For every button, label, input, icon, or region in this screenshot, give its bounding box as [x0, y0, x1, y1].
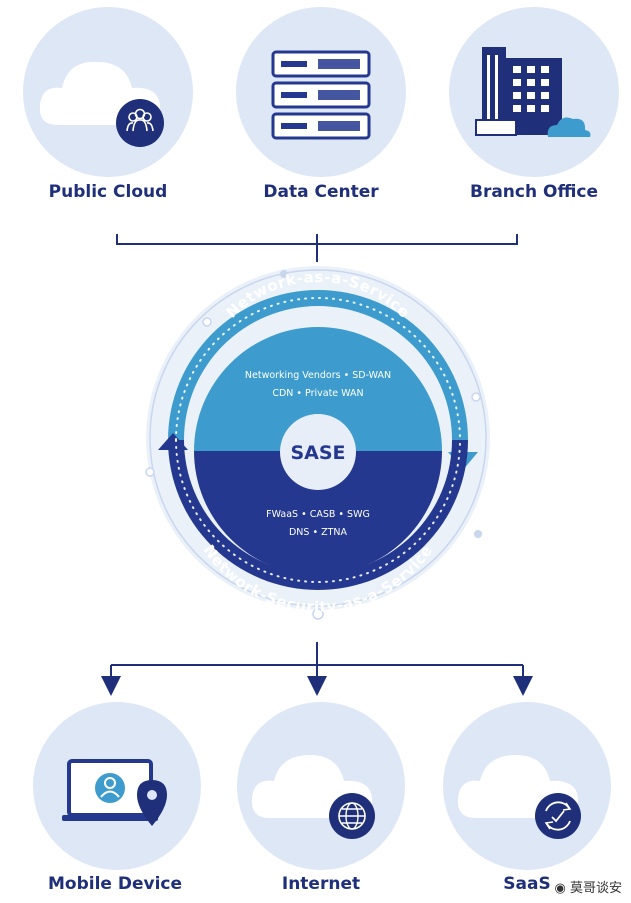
mobile-device-label: Mobile Device — [48, 874, 182, 894]
bottom-services-line2: DNS • ZTNA — [289, 527, 348, 538]
cloud-sync-icon — [457, 755, 581, 839]
branch-office-label: Branch Office — [470, 182, 598, 202]
watermark-text: 莫哥谈安 — [569, 881, 622, 896]
public-cloud-label: Public Cloud — [49, 182, 168, 202]
top-services-line2: CDN • Private WAN — [272, 388, 363, 399]
watermark: ◉ 莫哥谈安 — [551, 876, 625, 897]
internet-node — [237, 702, 405, 870]
sase-center-label: SASE — [290, 442, 345, 464]
bottom-services-line1: FWaaS • CASB • SWG — [266, 509, 370, 520]
data-center-label: Data Center — [263, 182, 379, 202]
cloud-users-icon — [39, 61, 164, 147]
top-services-line1: Networking Vendors • SD-WAN — [245, 370, 391, 381]
server-rack-icon — [271, 50, 371, 140]
saas-node — [443, 702, 611, 870]
sase-ring: Network-as-a-Service Network-Security-as… — [145, 266, 490, 620]
cloud-globe-icon — [251, 755, 375, 839]
wechat-icon: ◉ — [554, 881, 566, 896]
office-building-icon — [475, 47, 591, 137]
top-connector — [116, 234, 518, 262]
mobile-device-node — [33, 702, 201, 870]
internet-label: Internet — [282, 874, 360, 894]
branch-office-node — [449, 7, 619, 177]
data-center-node — [236, 7, 406, 177]
public-cloud-node — [23, 7, 193, 177]
saas-label: SaaS — [503, 874, 550, 894]
bottom-connector — [101, 642, 533, 696]
laptop-user-location-icon — [62, 759, 167, 826]
